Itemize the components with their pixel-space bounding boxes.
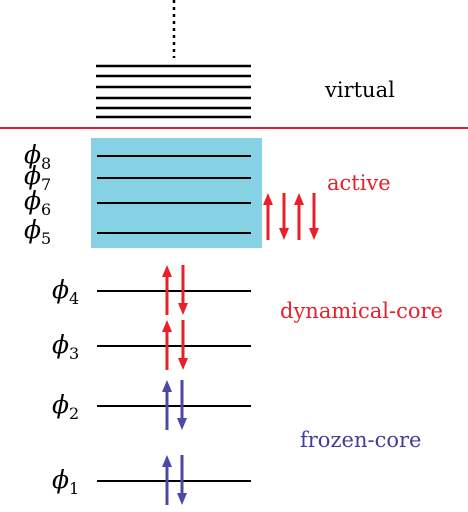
spin-up-arrow [162,455,172,505]
spin-down-arrow [309,193,319,240]
orbital-label-phi6: ϕ6 [24,186,51,219]
frozen-core-label: frozen-core [300,428,421,452]
spin-down-arrow [177,380,187,430]
spin-arrows [162,193,319,505]
dynamical-core-label: dynamical-core [280,299,443,323]
orbital-label-phi7: ϕ7 [24,161,51,194]
orbital-label-phi2: ϕ2 [52,390,79,423]
spin-up-arrow [294,193,304,240]
spin-up-arrow [162,320,172,370]
spin-down-arrow [178,265,188,315]
spin-up-arrow [162,265,172,315]
orbital-label-phi3: ϕ3 [52,330,79,363]
virtual-levels [96,64,251,119]
spin-down-arrow [178,320,188,370]
virtual-label: virtual [324,78,395,102]
active-label: active [327,171,391,195]
occupied-levels [97,155,251,482]
spin-up-arrow [162,380,172,430]
orbital-label-phi5: ϕ5 [24,215,51,248]
active-space-box [91,138,262,248]
orbital-label-phi1: ϕ1 [52,465,79,498]
spin-down-arrow [279,193,289,240]
spin-down-arrow [177,455,187,505]
spin-up-arrow [263,193,273,240]
orbital-label-phi4: ϕ4 [52,275,79,308]
orbital-label-phi8: ϕ8 [24,140,51,173]
